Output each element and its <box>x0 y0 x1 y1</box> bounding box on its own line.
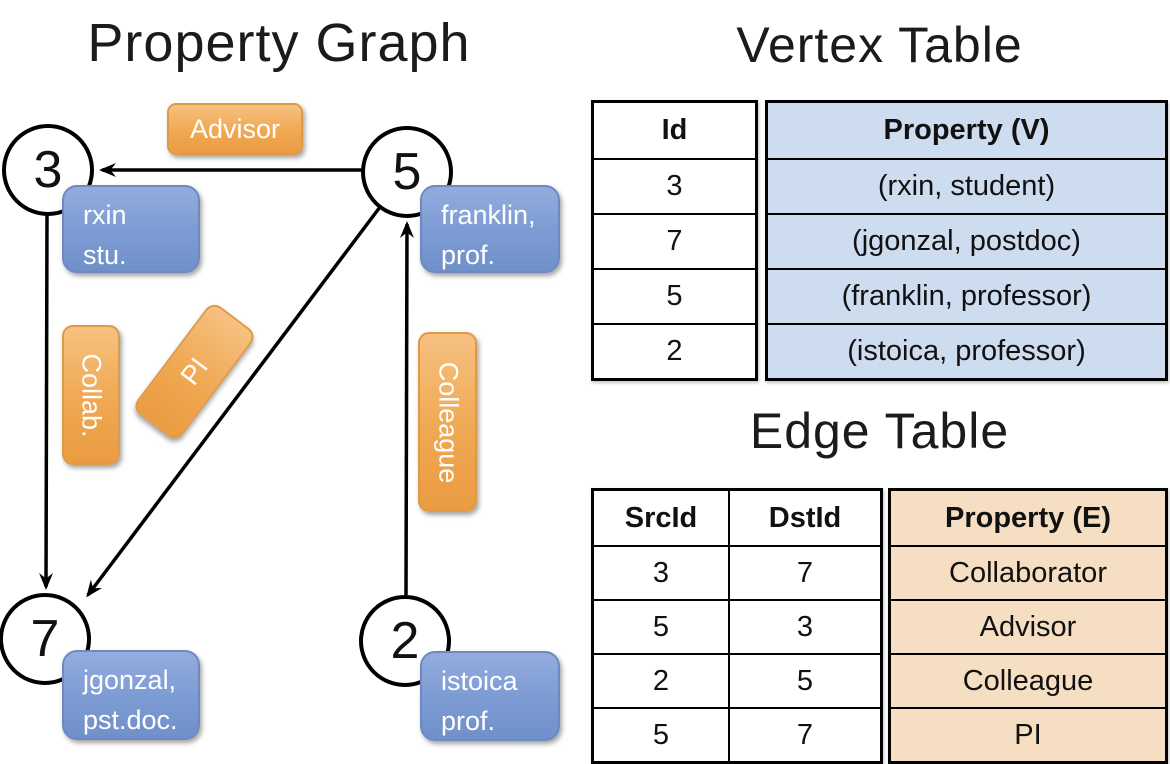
vertex-prop-franklin-line1: franklin, <box>441 200 536 230</box>
edge-colleague-2-to-5 <box>399 221 414 596</box>
edge-label-collab-text: Collab. <box>76 352 107 438</box>
edge-table-cell: Advisor <box>891 599 1165 653</box>
vertex-id-3: 3 <box>33 141 63 199</box>
vertex-prop-rxin-line2: stu. <box>83 240 127 270</box>
vertex-table-id-column: Id 3 7 5 2 <box>591 100 758 381</box>
edge-table-title: Edge Table <box>749 403 1010 459</box>
edge-label-colleague: Colleague <box>418 332 477 512</box>
edge-table-cell: 7 <box>728 547 880 599</box>
vertex-prop-jgonzal-line2: pst.doc. <box>83 705 178 735</box>
vertex-node-5: 5 <box>361 126 453 218</box>
edge-table-header-row: SrcId DstId <box>594 491 880 545</box>
vertex-prop-franklin: franklin, prof. <box>420 185 560 273</box>
edge-table: SrcId DstId 3 7 5 3 2 5 5 7 Property (E) <box>591 488 1168 764</box>
vertex-table-cell: (rxin, student) <box>768 158 1165 213</box>
vertex-id-7: 7 <box>30 610 60 668</box>
vertex-prop-rxin-line1: rxin <box>83 200 127 230</box>
edge-table-row: 3 7 <box>594 545 880 599</box>
vertex-table-header-property: Property (V) <box>768 103 1165 158</box>
vertex-prop-istoica: istoica prof. <box>420 651 560 741</box>
edge-collab-3-to-7 <box>39 214 54 590</box>
vertex-table-cell: 5 <box>594 268 755 323</box>
property-graph-panel: Property Graph 3 5 7 2 Advisor Collab. P… <box>0 0 585 760</box>
edge-table-cell: Colleague <box>891 653 1165 707</box>
edge-pi-5-to-7 <box>86 205 382 598</box>
edge-table-cell: 5 <box>652 610 670 643</box>
edge-table-header-property: Property (E) <box>891 491 1165 545</box>
edge-table-row: 5 3 <box>594 599 880 653</box>
vertex-table-cell: 2 <box>594 323 755 378</box>
edge-label-advisor-text: Advisor <box>189 113 281 144</box>
edge-table-row: 5 7 <box>594 707 880 761</box>
property-graph-title: Property Graph <box>87 13 471 73</box>
vertex-table-title: Vertex Table <box>736 17 1023 73</box>
vertex-table-cell: (franklin, professor) <box>768 268 1165 323</box>
vertex-prop-jgonzal-line1: jgonzal, <box>83 665 177 695</box>
edge-label-pi-text: PI <box>174 351 214 391</box>
vertex-node-2: 2 <box>359 595 451 687</box>
vertex-table-header-id: Id <box>661 114 688 146</box>
vertex-prop-istoica-line2: prof. <box>441 706 496 736</box>
edge-table-cell: 5 <box>652 718 670 751</box>
edge-table-cell: 2 <box>652 664 670 697</box>
edge-label-advisor: Advisor <box>167 103 303 155</box>
edge-table-property-column: Property (E) Collaborator Advisor Collea… <box>888 488 1168 764</box>
graph-edges-canvas <box>39 163 414 598</box>
vertex-prop-rxin: rxin stu. <box>62 185 200 273</box>
edge-label-colleague-text: Colleague <box>433 361 463 483</box>
vertex-prop-franklin-line2: prof. <box>441 240 496 270</box>
edge-table-cell: 3 <box>652 556 670 589</box>
edge-table-row: 2 5 <box>594 653 880 707</box>
edge-table-cell: Collaborator <box>891 545 1165 599</box>
edge-table-id-columns: SrcId DstId 3 7 5 3 2 5 5 7 <box>591 488 883 764</box>
vertex-table: Id 3 7 5 2 Property (V) (rxin, student) … <box>591 100 1168 381</box>
vertex-table-property-column: Property (V) (rxin, student) (jgonzal, p… <box>765 100 1168 381</box>
vertex-table-cell: 7 <box>594 213 755 268</box>
edge-label-collab: Collab. <box>62 325 120 465</box>
vertex-prop-istoica-line1: istoica <box>441 666 518 696</box>
edge-table-cell: 7 <box>728 709 880 761</box>
vertex-table-cell: (jgonzal, postdoc) <box>768 213 1165 268</box>
vertex-table-cell: 3 <box>594 158 755 213</box>
edge-table-header-srcid: SrcId <box>624 501 698 534</box>
edge-table-cell: 5 <box>728 655 880 707</box>
vertex-prop-jgonzal: jgonzal, pst.doc. <box>62 650 200 740</box>
tables-panel: Vertex Table Id 3 7 5 2 Property (V) (rx… <box>591 0 1168 764</box>
edge-table-cell: 3 <box>728 601 880 653</box>
edge-table-header-dstid: DstId <box>728 491 880 545</box>
vertex-id-2: 2 <box>390 612 420 670</box>
vertex-table-gap <box>758 100 765 381</box>
vertex-table-cell: (istoica, professor) <box>768 323 1165 378</box>
vertex-id-5: 5 <box>392 143 422 201</box>
edge-table-cell: PI <box>891 707 1165 761</box>
